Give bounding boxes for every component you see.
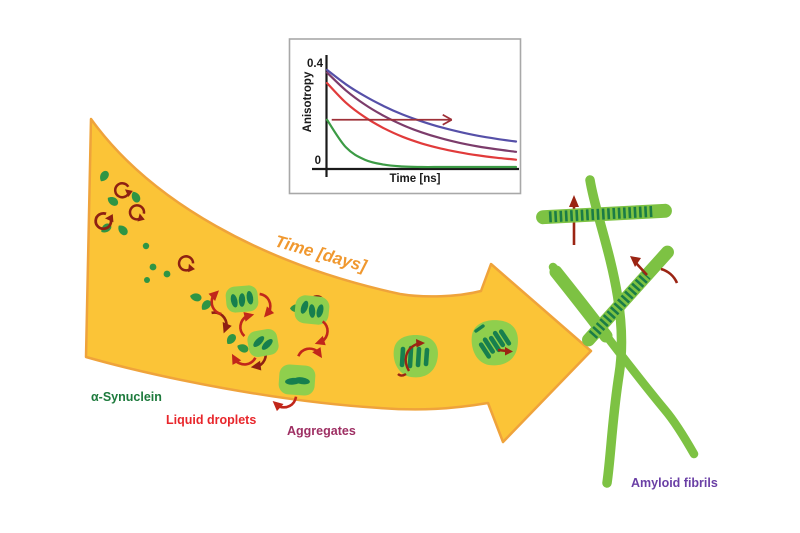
label-alpha-synuclein: α-Synuclein xyxy=(91,390,162,404)
fibril-rotation-arrowhead xyxy=(630,256,641,267)
droplet-protein-bar xyxy=(285,377,302,385)
aggregate-protein-bars xyxy=(478,329,512,359)
striped-fibril xyxy=(582,245,674,347)
fibril-rotation-arrowhead xyxy=(569,195,579,207)
fibril-strand xyxy=(548,262,699,459)
monomer-cluster xyxy=(91,169,331,373)
y-axis-title: Anisotropy xyxy=(302,71,314,132)
droplet-protein-bar xyxy=(230,294,238,308)
x-axis-title: Time [ns] xyxy=(390,173,441,185)
chart-trend-arrow-part xyxy=(442,113,453,121)
restricted-rotation-arrowhead xyxy=(505,347,513,356)
y-tick-label-04: 0.4 xyxy=(307,58,324,70)
monomer-dot xyxy=(144,277,150,283)
chart-trend-arrow-part xyxy=(442,118,453,126)
liquid-droplet xyxy=(225,285,259,313)
y-tick-label-0: 0 xyxy=(315,155,321,167)
cross-beta-stripes xyxy=(548,205,654,223)
label-amyloid-fibrils: Amyloid fibrils xyxy=(631,476,718,490)
amyloid-fibril-bundle xyxy=(536,175,699,488)
label-liquid-droplets: Liquid droplets xyxy=(166,413,256,427)
monomer-dot xyxy=(142,242,150,250)
restricted-rotation-arrow xyxy=(404,342,418,372)
aggregate xyxy=(393,335,438,378)
droplet-protein-bar xyxy=(238,293,246,307)
liquid-droplet xyxy=(294,295,330,325)
aggregate xyxy=(471,320,518,366)
fibril-rotation-tail xyxy=(660,267,679,284)
chart-curve-purple xyxy=(325,71,518,153)
label-aggregates: Aggregates xyxy=(287,424,356,438)
chart-trend-arrow xyxy=(331,113,453,126)
monomer-dot xyxy=(149,263,157,271)
monomer-dot xyxy=(163,270,171,278)
striped-fibril xyxy=(536,203,672,225)
time-arrow xyxy=(84,117,593,444)
chart-curve-red xyxy=(325,81,518,161)
chart-curves xyxy=(325,68,518,169)
droplet-protein-bar xyxy=(316,304,324,318)
anisotropy-inset-chart: 0.4 0 Anisotropy Time [ns] xyxy=(288,38,522,195)
chart-curve-blue xyxy=(325,68,518,143)
liquid-droplet xyxy=(247,329,279,357)
beta-strand-fragment xyxy=(474,324,485,333)
droplet-protein-bar xyxy=(308,304,316,318)
restricted-rotation-arrowhead xyxy=(416,339,425,348)
liquid-droplet xyxy=(278,364,316,396)
fibril-strand xyxy=(585,175,627,488)
liquid-droplet-group xyxy=(202,285,334,417)
fibril-rotation-arrow xyxy=(635,262,648,276)
aggregate-protein-bars xyxy=(399,345,430,369)
chart-curve-green xyxy=(325,118,518,169)
droplet-protein-bar xyxy=(246,291,254,305)
restricted-rotation-tail xyxy=(397,372,407,377)
droplet-protein-bar xyxy=(300,300,309,314)
droplet-protein-bar xyxy=(261,338,273,350)
droplet-protein-bar xyxy=(253,336,265,348)
